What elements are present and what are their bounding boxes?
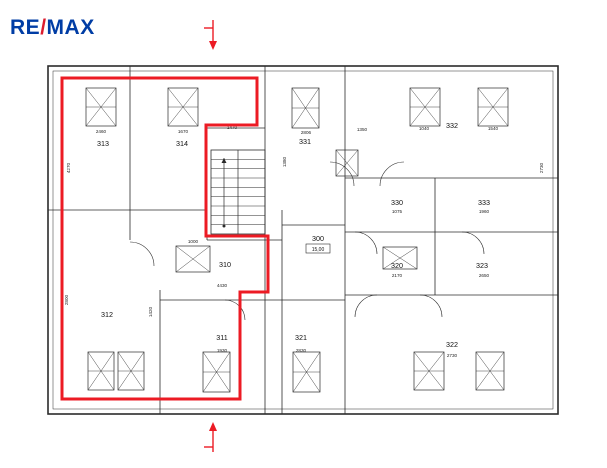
shaft-symbol bbox=[175, 245, 211, 273]
dimension-label: 2800 bbox=[64, 294, 69, 305]
remax-logo: RE/MAX bbox=[10, 16, 95, 40]
dimension-label: 2730 bbox=[447, 353, 458, 358]
logo-re: RE bbox=[10, 16, 41, 39]
unit-outline-red bbox=[60, 76, 270, 401]
room-label-332: 332 bbox=[446, 121, 458, 130]
door-arc bbox=[129, 241, 155, 267]
room-label-314: 314 bbox=[176, 139, 188, 148]
room-300-area-value: 15,00 bbox=[312, 247, 325, 253]
room-label-331: 331 bbox=[299, 137, 311, 146]
door-arc bbox=[329, 161, 355, 187]
door-arc bbox=[224, 299, 246, 321]
door-arc bbox=[354, 231, 378, 255]
shaft-hatch bbox=[335, 149, 359, 177]
dimension-label: 2460 bbox=[96, 129, 107, 134]
dimension-label: 1670 bbox=[178, 129, 189, 134]
dimension-label: 1075 bbox=[392, 209, 403, 214]
plan-outer-border bbox=[47, 65, 559, 415]
door-arc bbox=[461, 231, 485, 255]
dimension-label: 2650 bbox=[479, 273, 490, 278]
stair-direction-start bbox=[222, 224, 226, 228]
section-marker-arrow-top bbox=[209, 41, 217, 50]
door-arc bbox=[419, 294, 443, 318]
stair-direction-arrowhead bbox=[221, 158, 227, 163]
door-arc bbox=[354, 294, 378, 318]
room-label-311: 311 bbox=[216, 333, 227, 342]
logo-slash-icon: / bbox=[40, 16, 47, 39]
shaft-symbol bbox=[382, 246, 418, 270]
logo-max: MAX bbox=[46, 16, 95, 39]
dimension-label: 2730 bbox=[539, 162, 544, 173]
dimension-label: 4430 bbox=[217, 283, 228, 288]
dimension-label: 1540 bbox=[488, 126, 499, 131]
dimension-label: 1960 bbox=[479, 209, 490, 214]
section-marker-arrow-bottom bbox=[209, 422, 217, 431]
dimension-label: 1380 bbox=[282, 156, 287, 167]
dimension-label: 1040 bbox=[419, 126, 430, 131]
dimension-label: 2806 bbox=[301, 130, 312, 135]
shaft-hatch bbox=[175, 245, 211, 273]
dimension-label: 1930 bbox=[217, 348, 228, 353]
room-label-312: 312 bbox=[101, 310, 113, 319]
dimension-label: 1470 bbox=[227, 125, 238, 130]
room-label-323: 323 bbox=[476, 261, 488, 270]
room-label-321: 321 bbox=[295, 333, 307, 342]
dimension-label: 1000 bbox=[188, 239, 199, 244]
dimension-label: 1350 bbox=[357, 127, 368, 132]
room-300-area-box bbox=[305, 243, 331, 254]
room-label-300: 300 bbox=[312, 234, 324, 243]
room-label-333: 333 bbox=[478, 198, 490, 207]
room-label-310: 310 bbox=[219, 260, 231, 269]
dimension-label: 2830 bbox=[296, 348, 307, 353]
plan-inner-border bbox=[52, 70, 554, 410]
dimension-label: 2170 bbox=[392, 273, 403, 278]
door-arc bbox=[379, 161, 405, 187]
shaft-hatch bbox=[382, 246, 418, 270]
dimension-label: 4270 bbox=[66, 162, 71, 173]
room-label-322: 322 bbox=[446, 340, 458, 349]
room-label-320: 320 bbox=[391, 261, 403, 270]
dimension-label: 1420 bbox=[148, 306, 153, 317]
room-label-313: 313 bbox=[97, 139, 109, 148]
room-label-330: 330 bbox=[391, 198, 403, 207]
